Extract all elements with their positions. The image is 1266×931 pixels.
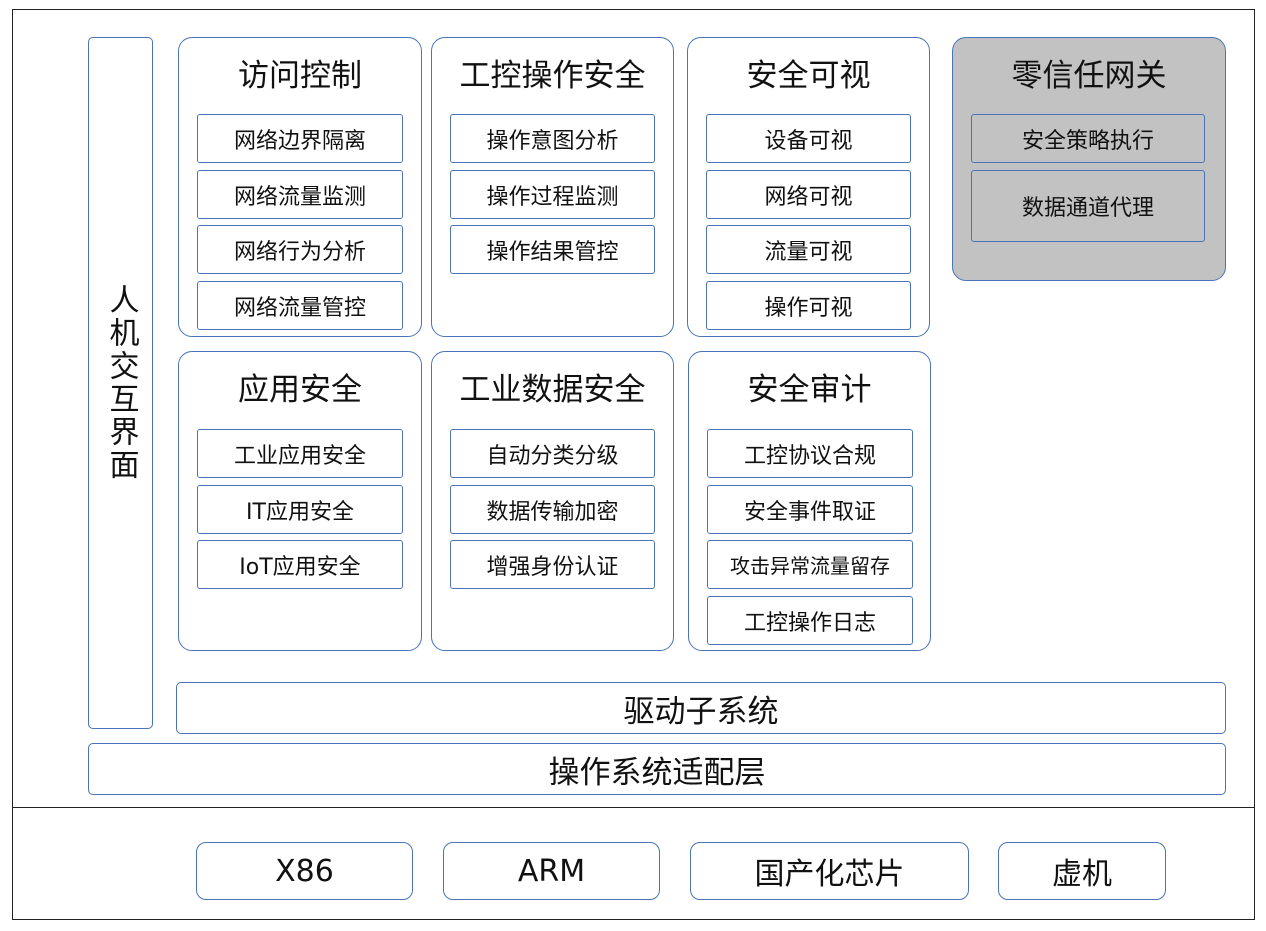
module-item: IT应用安全 bbox=[197, 485, 403, 534]
module-industrial-data-security: 工业数据安全 自动分类分级 数据传输加密 增强身份认证 bbox=[431, 351, 674, 651]
module-item: 自动分类分级 bbox=[450, 429, 655, 478]
module-title: 零信任网关 bbox=[1011, 58, 1167, 94]
module-item: 网络边界隔离 bbox=[197, 114, 403, 163]
platform-label: X86 bbox=[275, 853, 334, 889]
module-item: 操作可视 bbox=[706, 281, 911, 330]
module-item: 数据传输加密 bbox=[450, 485, 655, 534]
module-title: 工控操作安全 bbox=[459, 58, 646, 94]
module-zero-trust-gateway: 零信任网关 安全策略执行 数据通道代理 bbox=[952, 37, 1226, 281]
module-title: 访问控制 bbox=[238, 58, 362, 94]
module-item: 安全策略执行 bbox=[971, 114, 1205, 163]
module-item: 安全事件取证 bbox=[707, 485, 913, 534]
platform-vm: 虚机 bbox=[998, 842, 1166, 900]
module-item: 操作过程监测 bbox=[450, 170, 655, 219]
module-app-security: 应用安全 工业应用安全 IT应用安全 IoT应用安全 bbox=[178, 351, 422, 651]
module-item: 数据通道代理 bbox=[971, 170, 1205, 242]
module-item: IoT应用安全 bbox=[197, 540, 403, 589]
module-security-visibility: 安全可视 设备可视 网络可视 流量可视 操作可视 bbox=[687, 37, 930, 337]
module-item: 设备可视 bbox=[706, 114, 911, 163]
module-title: 安全可视 bbox=[746, 58, 871, 94]
platform-arm: ARM bbox=[443, 842, 660, 900]
module-item: 增强身份认证 bbox=[450, 540, 655, 589]
platform-label: 国产化芯片 bbox=[754, 857, 905, 892]
module-item: 工控协议合规 bbox=[707, 429, 913, 478]
driver-subsystem-label: 驱动子系统 bbox=[623, 693, 779, 730]
module-ics-op-security: 工控操作安全 操作意图分析 操作过程监测 操作结果管控 bbox=[431, 37, 674, 337]
os-adapter-layer-label: 操作系统适配层 bbox=[548, 754, 766, 791]
module-item: 流量可视 bbox=[706, 225, 911, 274]
module-item: 网络行为分析 bbox=[197, 225, 403, 274]
module-item: 网络可视 bbox=[706, 170, 911, 219]
module-item: 工业应用安全 bbox=[197, 429, 403, 478]
hmi-panel: 人机交互界面 bbox=[88, 37, 153, 729]
module-access-control: 访问控制 网络边界隔离 网络流量监测 网络行为分析 网络流量管控 bbox=[178, 37, 422, 337]
module-title: 安全审计 bbox=[747, 372, 872, 408]
driver-subsystem-bar: 驱动子系统 bbox=[176, 682, 1226, 734]
module-title: 应用安全 bbox=[238, 372, 362, 408]
platform-x86: X86 bbox=[196, 842, 413, 900]
hmi-label: 人机交互界面 bbox=[103, 284, 139, 482]
module-security-audit: 安全审计 工控协议合规 安全事件取证 攻击异常流量留存 工控操作日志 bbox=[688, 351, 931, 651]
module-item: 操作结果管控 bbox=[450, 225, 655, 274]
module-item: 攻击异常流量留存 bbox=[707, 540, 913, 589]
module-item: 网络流量管控 bbox=[197, 281, 403, 330]
platform-label: ARM bbox=[517, 853, 586, 889]
platform-domestic-chip: 国产化芯片 bbox=[690, 842, 969, 900]
module-item: 网络流量监测 bbox=[197, 170, 403, 219]
platform-label: 虚机 bbox=[1052, 857, 1112, 892]
module-title: 工业数据安全 bbox=[459, 372, 646, 408]
os-adapter-layer-bar: 操作系统适配层 bbox=[88, 743, 1226, 795]
module-item: 操作意图分析 bbox=[450, 114, 655, 163]
module-item: 工控操作日志 bbox=[707, 596, 913, 645]
